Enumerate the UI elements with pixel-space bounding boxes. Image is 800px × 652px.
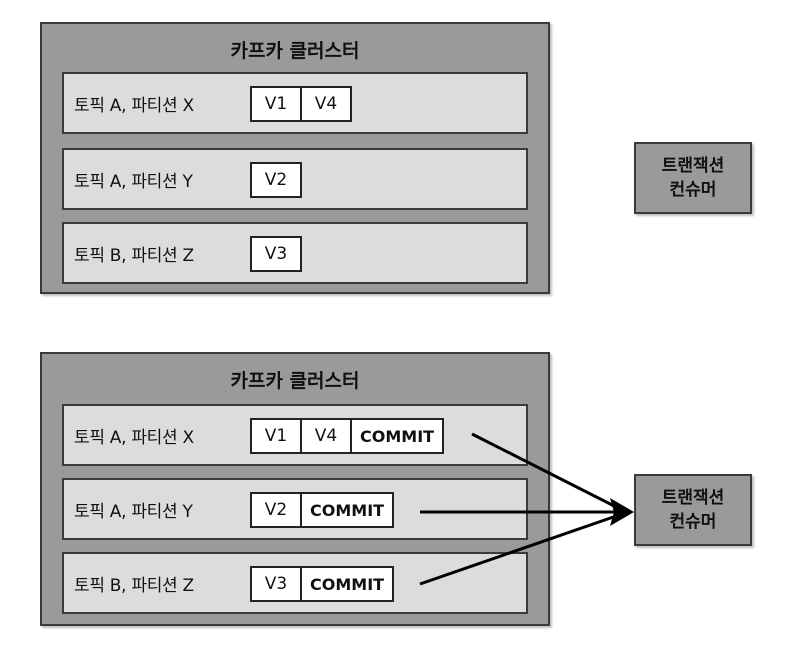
message-box: V3	[250, 236, 302, 272]
message-box: V4	[300, 86, 352, 122]
partition-row: 토픽 B, 파티션 Z V3 COMMIT	[62, 552, 528, 614]
arrowhead-icon	[610, 498, 634, 526]
message-box: V3	[250, 566, 302, 602]
partition-label: 토픽 A, 파티션 X	[74, 427, 194, 448]
partition-row: 토픽 A, 파티션 Y V2 COMMIT	[62, 478, 528, 540]
partition-label: 토픽 B, 파티션 Z	[74, 245, 194, 266]
partition-label: 토픽 A, 파티션 Y	[74, 501, 193, 522]
consumer-label-line2: 컨슈머	[669, 180, 717, 200]
partition-label: 토픽 A, 파티션 Y	[74, 171, 193, 192]
commit-marker: COMMIT	[300, 566, 395, 602]
commit-marker: COMMIT	[350, 418, 445, 454]
cluster-title: 카프카 클러스터	[230, 40, 360, 62]
transactional-consumer-top: 트랜잭션 컨슈머	[634, 142, 752, 214]
message-box: V1	[250, 86, 302, 122]
message-box: V2	[250, 162, 302, 198]
cluster-title: 카프카 클러스터	[230, 370, 360, 392]
kafka-cluster-bottom: 카프카 클러스터 토픽 A, 파티션 X V1 V4 COMMIT 토픽 A, …	[40, 352, 550, 626]
partition-label: 토픽 A, 파티션 X	[74, 95, 194, 116]
partition-row: 토픽 A, 파티션 Y V2	[62, 148, 528, 210]
arrow-line-z	[419, 512, 623, 586]
partition-row: 토픽 A, 파티션 X V1 V4	[62, 72, 528, 134]
consumer-label-line1: 트랜잭션	[661, 488, 725, 508]
message-box: V2	[250, 492, 302, 528]
partition-row: 토픽 B, 파티션 Z V3	[62, 222, 528, 284]
transactional-consumer-bottom: 트랜잭션 컨슈머	[634, 474, 752, 546]
consumer-label-line2: 컨슈머	[669, 512, 717, 532]
arrow-line-x	[471, 432, 623, 512]
partition-row: 토픽 A, 파티션 X V1 V4 COMMIT	[62, 404, 528, 466]
consumer-label-line1: 트랜잭션	[661, 156, 725, 176]
partition-label: 토픽 B, 파티션 Z	[74, 575, 194, 596]
kafka-cluster-top: 카프카 클러스터 토픽 A, 파티션 X V1 V4 토픽 A, 파티션 Y V…	[40, 22, 550, 294]
commit-marker: COMMIT	[300, 492, 395, 528]
